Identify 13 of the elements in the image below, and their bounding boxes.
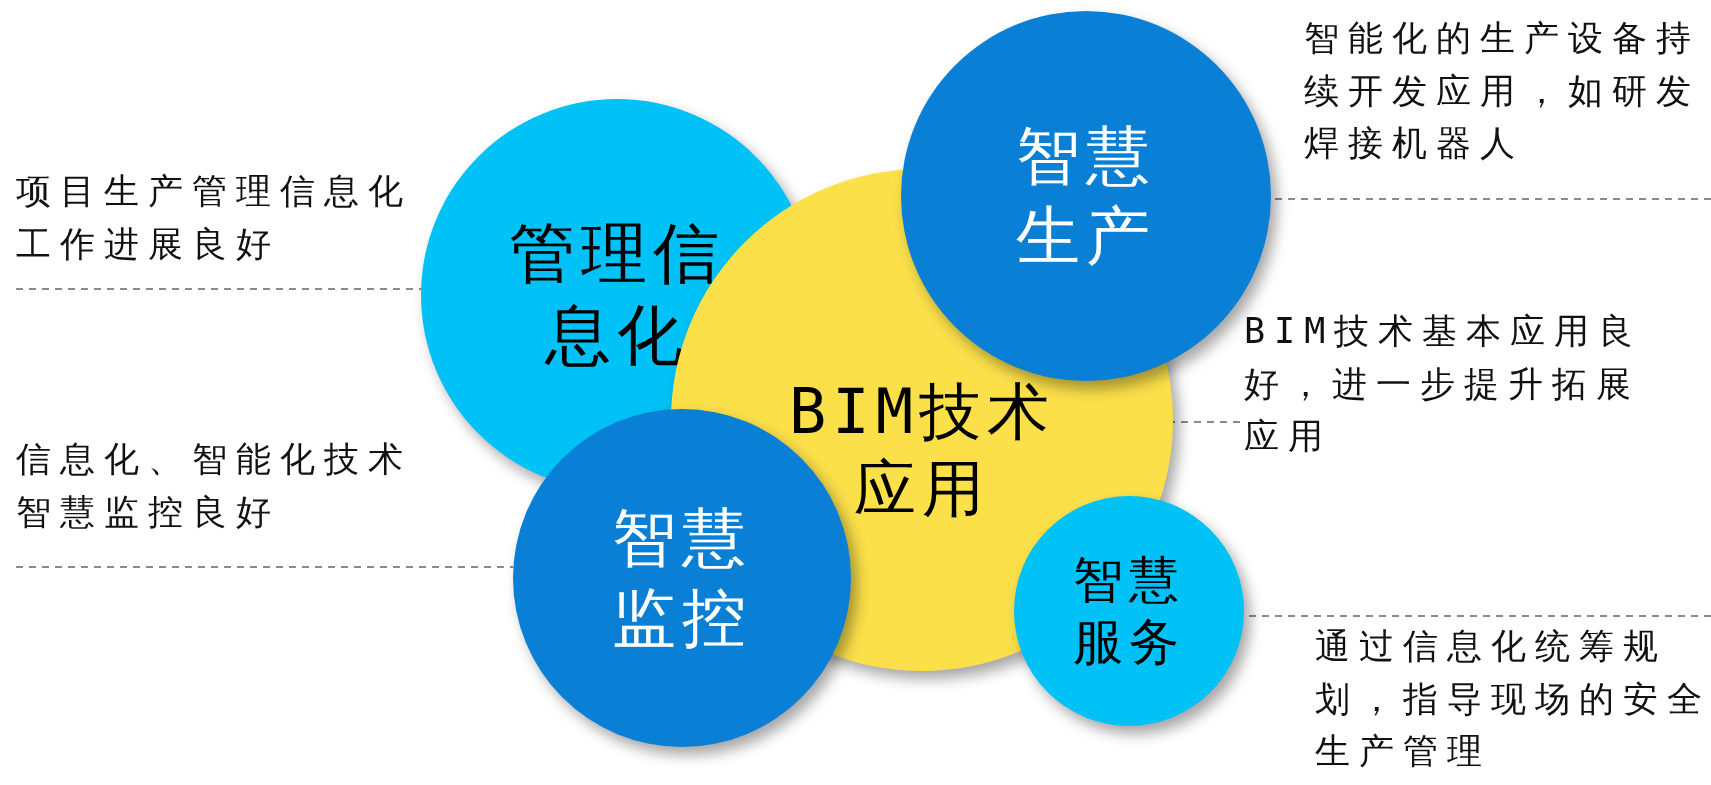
note-text: 项目生产管理信息化工作进展良好 [16, 165, 416, 289]
leader-line [15, 288, 423, 290]
note-text: 智能化的生产设备持续开发应用，如研发焊接机器人 [1304, 12, 1711, 199]
bubble-label: BIM技术应用 [788, 373, 1056, 527]
leader-line [15, 566, 515, 568]
bubble-label: 智慧监控 [611, 500, 753, 657]
note-text: 信息化、智能化技术智慧监控良好 [16, 433, 416, 567]
leader-line [1172, 421, 1241, 423]
note-text: BIM技术基本应用良好，进一步提升拓展应用 [1244, 305, 1664, 455]
note-text: 通过信息化统筹规划，指导现场的安全生产管理 [1315, 616, 1711, 776]
bubble-label: 智慧服务 [1072, 549, 1186, 673]
bubble-label: 管理信息化 [508, 213, 726, 376]
bubble-label: 智慧生产 [1015, 118, 1157, 275]
